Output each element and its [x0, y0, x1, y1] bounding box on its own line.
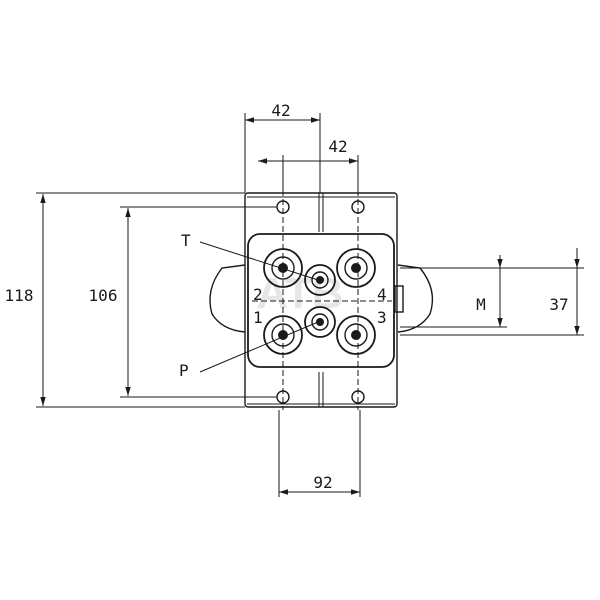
dim-right-m-value: M — [476, 295, 486, 314]
dim-top-42-first: 42 — [244, 101, 321, 193]
dim-left-118: 118 — [5, 192, 245, 408]
port-center-lower — [304, 306, 336, 338]
callout-pressure: P — [179, 321, 319, 380]
dim-top-42-first-value: 42 — [271, 101, 290, 120]
port-label-1: 1 — [253, 308, 263, 327]
dim-right-m: M — [400, 255, 507, 328]
callout-tank-label: T — [181, 231, 191, 250]
port-center-upper — [304, 264, 336, 296]
port-top-right — [336, 248, 376, 288]
port-label-4: 4 — [377, 285, 387, 304]
dim-bottom-92-value: 92 — [313, 473, 332, 492]
dim-right-37-value: 37 — [549, 295, 568, 314]
dim-bottom-92: 92 — [278, 410, 361, 497]
dim-left-106: 106 — [89, 206, 277, 398]
callout-pressure-label: P — [179, 361, 189, 380]
callout-tank: T — [181, 231, 319, 281]
dim-top-42-second: 42 — [258, 137, 359, 193]
dim-right-37: 37 — [400, 248, 584, 336]
ports — [252, 190, 392, 410]
port-label-3: 3 — [377, 308, 387, 327]
port-label-2: 2 — [253, 285, 263, 304]
valve-side-lobes — [209, 264, 434, 333]
dim-left-106-value: 106 — [89, 286, 118, 305]
dim-left-118-value: 118 — [5, 286, 34, 305]
dim-top-42-second-value: 42 — [328, 137, 347, 156]
valve-body — [244, 192, 404, 408]
port-bottom-right — [336, 315, 376, 355]
